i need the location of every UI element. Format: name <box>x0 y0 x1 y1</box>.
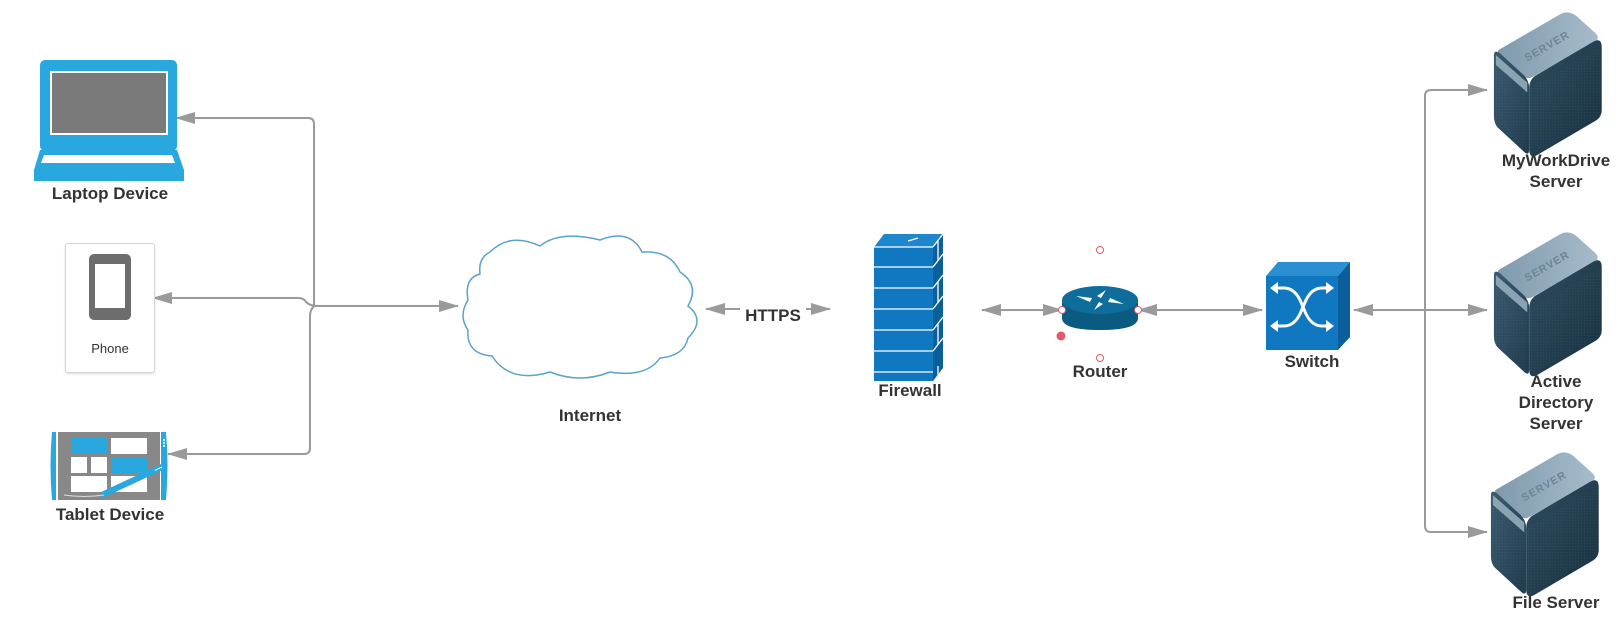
router-selection-handles[interactable] <box>1056 246 1142 362</box>
phone-node[interactable] <box>65 243 155 373</box>
edge-internet-to-laptop[interactable] <box>175 112 315 306</box>
laptop-icon <box>34 60 184 181</box>
mywork-server-node[interactable] <box>1493 12 1602 157</box>
connectors <box>152 84 1488 538</box>
phone-label: Phone <box>91 341 129 356</box>
switch-label: Switch <box>1284 352 1340 371</box>
tablet-node[interactable] <box>50 432 168 500</box>
switch-node[interactable] <box>1266 262 1350 350</box>
mywork-server-label-line2: Server <box>1529 172 1583 191</box>
mywork-server-label-line1: MyWorkDrive <box>1501 151 1611 170</box>
edge-switch-to-mywork-server[interactable] <box>1424 84 1488 310</box>
tablet-icon <box>50 432 168 500</box>
server-icon <box>1490 452 1599 597</box>
router-node[interactable] <box>1056 246 1142 362</box>
file-server-label: File Server <box>1512 593 1600 612</box>
internet-label: Internet <box>558 406 622 425</box>
edge-internet-to-phone[interactable] <box>152 292 319 307</box>
cloud-icon <box>462 235 698 379</box>
mywork-server-label: MyWorkDrive Server <box>1490 150 1622 192</box>
edge-switch-to-file-server[interactable] <box>1424 310 1488 538</box>
laptop-node[interactable] <box>34 60 184 181</box>
router-icon <box>1062 286 1138 330</box>
tablet-label: Tablet Device <box>55 505 165 524</box>
server-icon <box>1493 12 1602 157</box>
phone-icon <box>89 254 131 320</box>
connection-handle-left[interactable] <box>1058 306 1066 314</box>
router-label: Router <box>1072 362 1128 381</box>
edge-internet-to-tablet[interactable] <box>167 305 315 460</box>
ad-server-node[interactable] <box>1493 232 1602 377</box>
connection-handle-bottom[interactable] <box>1096 354 1104 362</box>
file-server-node[interactable] <box>1490 452 1599 597</box>
firewall-node[interactable] <box>874 233 944 381</box>
laptop-label: Laptop Device <box>51 184 169 203</box>
firewall-label: Firewall <box>878 381 942 400</box>
switch-icon <box>1266 262 1350 350</box>
ad-server-label: Active Directory Server <box>1490 371 1622 434</box>
firewall-icon <box>874 233 944 381</box>
connection-handle-top[interactable] <box>1096 246 1104 254</box>
rotate-handle[interactable] <box>1056 331 1066 341</box>
server-icon <box>1493 232 1602 377</box>
ad-server-label-line2: Directory <box>1518 393 1594 412</box>
internet-node[interactable] <box>462 235 698 379</box>
https-edge-label: HTTPS <box>740 305 806 326</box>
ad-server-label-line1: Active <box>1530 372 1582 391</box>
connection-handle-right[interactable] <box>1134 306 1142 314</box>
ad-server-label-line3: Server <box>1529 414 1583 433</box>
